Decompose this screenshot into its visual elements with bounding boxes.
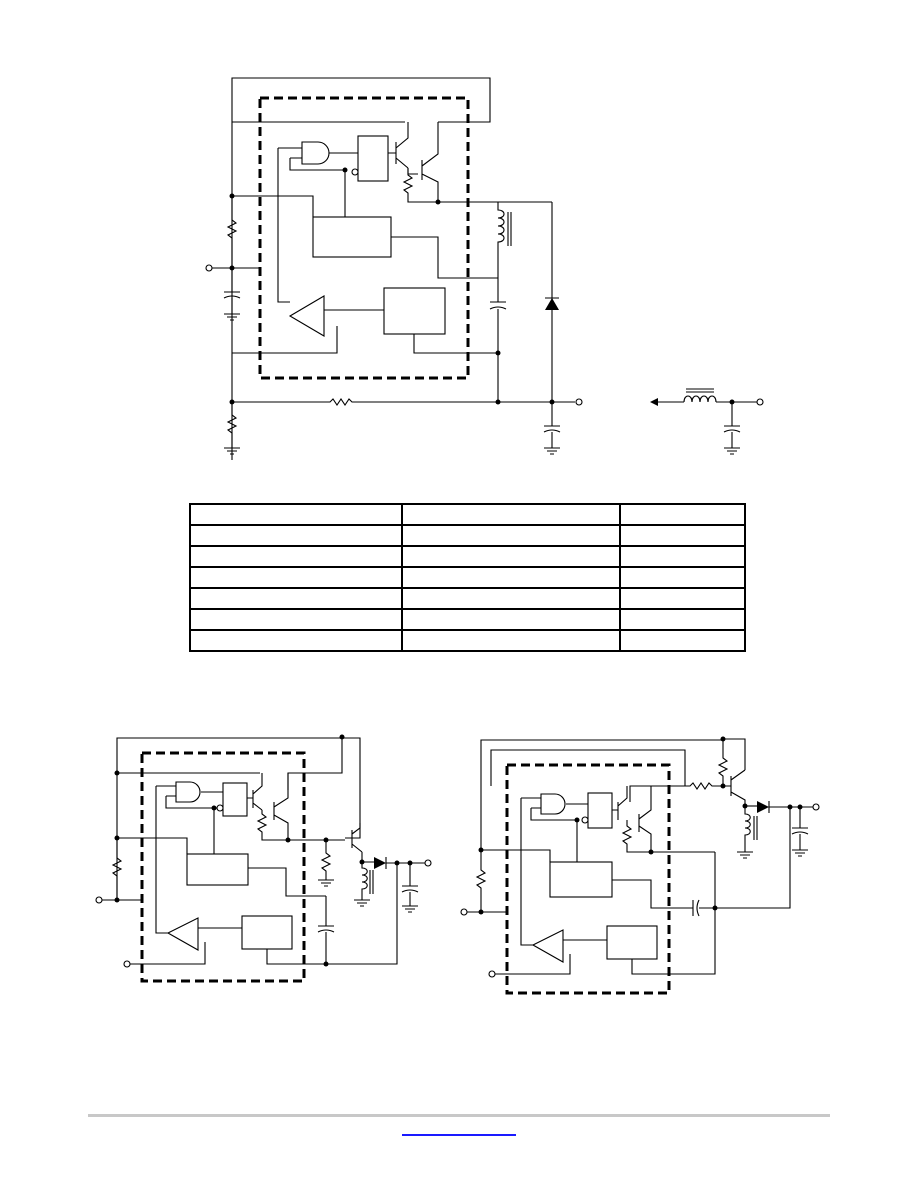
inductor-icon <box>737 806 758 859</box>
comparator-icon <box>288 295 325 337</box>
schottky-diode-icon <box>745 801 813 813</box>
schottky-diode-icon <box>361 852 425 869</box>
capacitor-icon <box>317 896 335 964</box>
ic-boundary <box>140 751 306 983</box>
and-gate-icon <box>301 141 330 165</box>
flip-flop-icon <box>357 135 389 182</box>
inductor-icon <box>683 388 717 403</box>
oscillator-block <box>312 216 392 258</box>
capacitor-icon <box>692 806 791 917</box>
table-row <box>189 587 746 610</box>
ground-icon <box>224 402 240 455</box>
resistor-icon <box>402 168 552 203</box>
external-switch-right-schematic <box>460 736 820 995</box>
reference-block <box>606 925 658 960</box>
transistor-icon <box>612 769 746 852</box>
spec-table <box>189 503 746 652</box>
main-step-down-schematic <box>205 77 583 460</box>
comparator-icon <box>531 929 564 963</box>
vout-pin <box>575 398 583 406</box>
inductor-icon <box>497 202 512 278</box>
table-row <box>189 566 746 589</box>
flip-flop-icon <box>587 792 613 829</box>
reference-block <box>383 287 446 335</box>
oscillator-block <box>186 853 249 886</box>
table-row <box>189 629 746 652</box>
and-gate-icon <box>175 781 201 803</box>
table-row <box>189 608 746 631</box>
transistor-icon <box>388 122 439 202</box>
schottky-diode-icon <box>545 202 559 402</box>
external-switch-left-schematic <box>95 734 432 983</box>
footer-rule <box>88 1114 830 1117</box>
capacitor-icon <box>489 278 507 353</box>
vin-pin <box>205 264 213 272</box>
oscillator-block <box>549 861 613 898</box>
ic-boundary <box>505 763 671 995</box>
table-row <box>189 503 746 526</box>
flip-flop-icon <box>222 782 248 817</box>
output-filter-schematic <box>650 388 764 455</box>
ic-boundary <box>258 96 470 380</box>
table-row <box>189 545 746 568</box>
and-gate-icon <box>540 793 566 815</box>
comparator-icon <box>166 917 199 951</box>
table-row <box>189 524 746 547</box>
inductor-icon <box>354 862 374 907</box>
reference-block <box>241 915 293 950</box>
capacitor-icon <box>723 402 741 455</box>
footer-website-link[interactable] <box>402 1122 516 1136</box>
transistor-icon <box>247 773 289 840</box>
